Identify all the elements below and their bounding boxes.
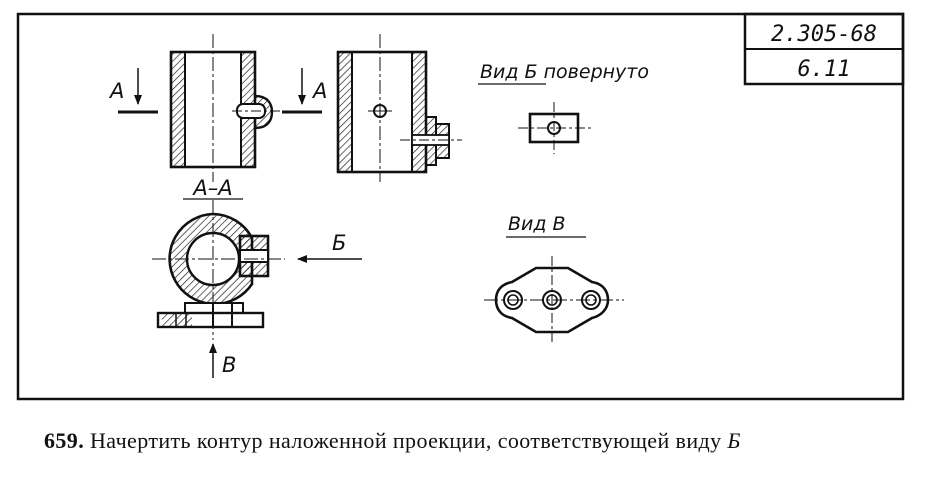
- section-aa: А–А: [152, 176, 285, 340]
- view-b-rotated: Вид Б повернуто: [478, 61, 649, 154]
- task-tail: Б: [727, 428, 741, 453]
- stamp-block: 2.305-68 6.11: [743, 12, 905, 86]
- label-arrow-v: В: [222, 353, 236, 377]
- task-caption: 659. Начертить контур наложенной проекци…: [44, 428, 914, 454]
- front-view-sectioned: [169, 34, 280, 182]
- label-view-b: Вид Б повернуто: [480, 61, 649, 83]
- stamp-standard: 2.305-68: [771, 22, 877, 47]
- task-number: 659.: [44, 428, 85, 453]
- label-a-left: А: [108, 79, 124, 103]
- drawing-frame: [16, 12, 905, 401]
- label-view-v: Вид В: [508, 213, 566, 235]
- label-section-aa: А–А: [191, 176, 232, 200]
- view-arrow-b: Б: [297, 231, 362, 263]
- view-v: Вид В: [484, 213, 624, 344]
- section-marker-a-right: А: [282, 68, 327, 114]
- label-a-right: А: [311, 79, 327, 103]
- side-view-sectioned: [336, 34, 462, 182]
- stamp-sheet: 6.11: [798, 57, 851, 82]
- task-text: Начертить контур наложенной проекции, со…: [90, 428, 728, 453]
- label-arrow-b: Б: [332, 231, 346, 255]
- view-arrow-v: В: [209, 343, 236, 378]
- section-marker-a-left: А: [108, 68, 158, 114]
